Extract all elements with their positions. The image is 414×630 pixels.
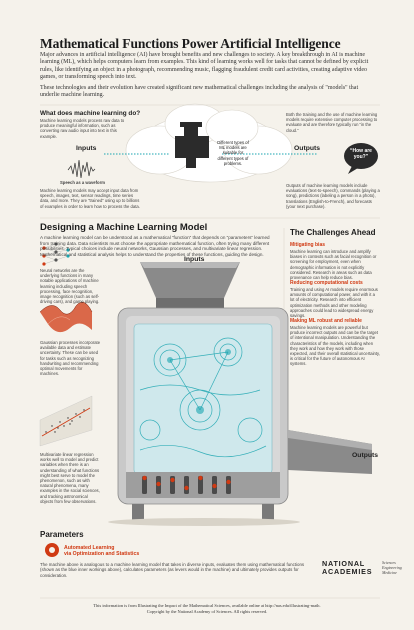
parameters-text: The machine above is analogous to a mach… [40, 562, 305, 578]
intro-paragraph-1: Major advances in artificial intelligenc… [40, 52, 369, 81]
cloud-processing-text: Both the training and the use of machine… [286, 112, 378, 133]
challenge-1-text: Machine learning can introduce and ampli… [290, 249, 377, 281]
neural-network-text: Neural networks are the underlying funct… [40, 268, 100, 305]
challenge-1-title: Mitigating bias [290, 242, 325, 248]
challenges-heading: The Challenges Ahead [290, 228, 376, 237]
speech-bubble-icon [344, 143, 378, 174]
what-ml-text: Machine learning models process raw data… [40, 118, 125, 139]
model-box-icon [175, 122, 209, 168]
outputs-label: Outputs [294, 145, 321, 152]
inputs-description: Machine learning models may accept input… [40, 188, 140, 209]
neural-network-icon [42, 242, 70, 266]
cloud-shape [125, 103, 293, 183]
logo-line-2: ACADEMIES [322, 567, 373, 577]
automated-learning-line-2: via Optimization and Statistics [64, 551, 140, 557]
design-text: A machine learning model can be understo… [40, 235, 270, 257]
challenge-2-text: Training and using AI models require eno… [290, 287, 378, 319]
page-title: Mathematical Functions Power Artificial … [40, 36, 341, 51]
gear-icon [45, 543, 59, 557]
machine-outputs-label: Outputs [352, 452, 379, 459]
regression-plot-icon [39, 395, 93, 447]
what-ml-heading: What does machine learning do? [40, 110, 141, 117]
intro-paragraph-2: These technologies and their evolution h… [40, 84, 359, 99]
challenge-2-title: Reducing computational costs [290, 280, 363, 286]
logo-sub-3: Medicine [382, 569, 397, 575]
footer-line-1: This information is from Illustrating th… [93, 603, 321, 608]
footer-line-2: Copyright by the National Academy of Sci… [146, 609, 268, 614]
challenge-3-text: Machine learning models are powerful but… [290, 325, 381, 367]
national-academies-logo: NATIONAL ACADEMIES [322, 559, 373, 577]
gaussian-surface-icon [39, 301, 93, 333]
logo-sub-1: Sciences [382, 560, 396, 565]
intro-text: Major advances in artificial intelligenc… [40, 52, 375, 102]
design-heading: Designing a Machine Learning Model [40, 222, 208, 233]
waveform-icon [67, 159, 96, 179]
inputs-label: Inputs [76, 145, 97, 152]
bubble-text: “How are you?” [350, 148, 372, 160]
footer: This information is from Illustrating th… [0, 603, 414, 615]
logo-subtitle: Sciences Engineering Medicine [382, 560, 402, 575]
challenge-3-title: Making ML robust and reliable [290, 318, 362, 324]
automated-learning-line-1: Automated Learning [64, 545, 115, 551]
regression-text: Multivariate linear regression works wel… [40, 452, 100, 504]
machine-inputs-label: Inputs [184, 256, 205, 263]
logo-line-1: NATIONAL [322, 559, 365, 568]
model-box-caption: Different types of ML models are suitabl… [217, 140, 249, 166]
gaussian-process-text: Gaussian processes incorporate available… [40, 340, 101, 377]
parameters-heading: Parameters [40, 530, 84, 539]
ml-machine-illustration [108, 262, 372, 526]
automated-learning-title: Automated Learning via Optimization and … [64, 545, 139, 557]
speech-label: Speech as a waveform [60, 180, 105, 185]
outputs-description: Outputs of machine learning models inclu… [286, 183, 380, 209]
logo-sub-2: Engineering [382, 564, 402, 570]
